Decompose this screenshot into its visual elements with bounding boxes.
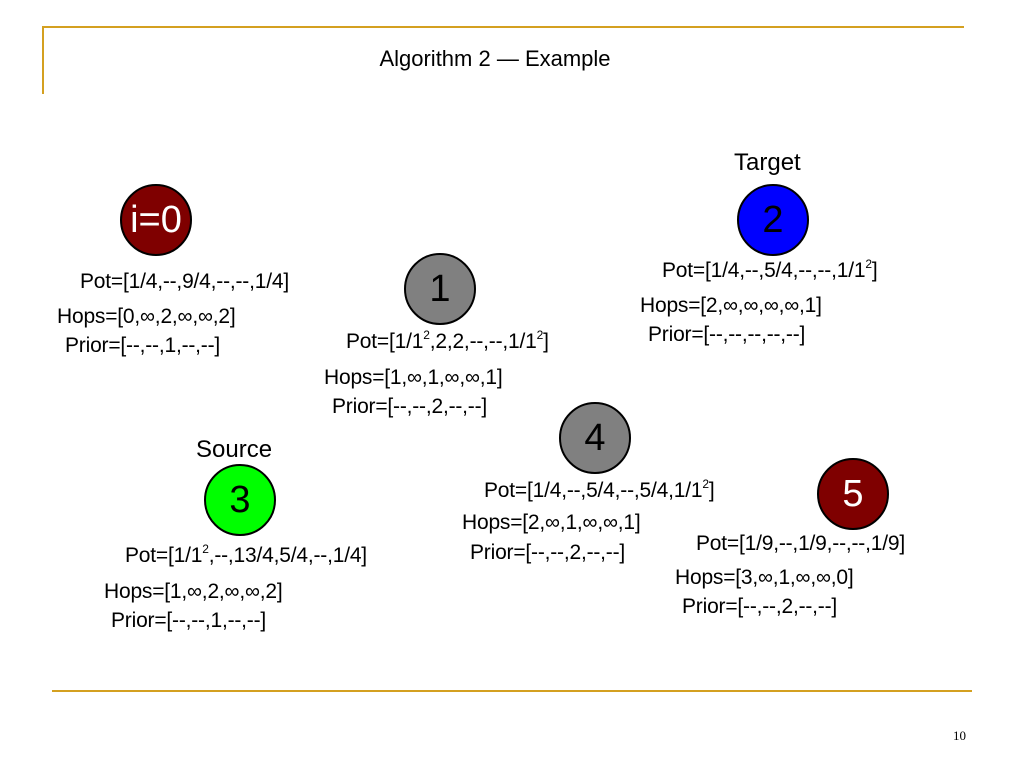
target-label: Target	[734, 149, 801, 176]
node-2-hops: Hops=[2,∞,∞,∞,∞,1]	[640, 294, 822, 317]
slide-title: Algorithm 2 — Example	[379, 46, 611, 71]
node-i0-hops: Hops=[0,∞,2,∞,∞,2]	[57, 305, 236, 328]
node-5-prior: Prior=[--,--,2,--,--]	[682, 595, 838, 618]
left-rule	[42, 26, 44, 94]
node-3-pot: Pot=[1/12,--,13/4,5/4,--,1/4]	[125, 542, 367, 567]
node-5-pot: Pot=[1/9,--,1/9,--,--,1/9]	[696, 532, 905, 555]
node-i0-prior: Prior=[--,--,1,--,--]	[65, 334, 221, 357]
node-5: 5	[817, 458, 889, 530]
node-2-pot: Pot=[1/4,--,5/4,--,--,1/12]	[662, 257, 878, 282]
node-2: 2	[737, 184, 809, 256]
node-4-prior: Prior=[--,--,2,--,--]	[470, 541, 626, 564]
bottom-rule	[52, 690, 972, 692]
node-3-prior: Prior=[--,--,1,--,--]	[111, 609, 267, 632]
source-label: Source	[196, 436, 273, 463]
page-number: 10	[953, 728, 966, 743]
node-1-hops: Hops=[1,∞,1,∞,∞,1]	[324, 366, 503, 389]
node-3-hops: Hops=[1,∞,2,∞,∞,2]	[104, 580, 283, 603]
node-1-prior: Prior=[--,--,2,--,--]	[332, 395, 488, 418]
node-5-hops: Hops=[3,∞,1,∞,∞,0]	[675, 566, 854, 589]
node-4-hops: Hops=[2,∞,1,∞,∞,1]	[462, 511, 641, 534]
node-i0: i=0	[120, 184, 192, 256]
top-rule	[42, 26, 964, 28]
node-3: 3	[204, 464, 276, 536]
node-2-prior: Prior=[--,--,--,--,--]	[648, 323, 806, 346]
node-4: 4	[559, 402, 631, 474]
node-1-pot: Pot=[1/12,2,2,--,--,1/12]	[346, 328, 549, 353]
node-1: 1	[404, 253, 476, 325]
node-i0-pot: Pot=[1/4,--,9/4,--,--,1/4]	[80, 270, 289, 293]
node-4-pot: Pot=[1/4,--,5/4,--,5/4,1/12]	[484, 477, 715, 502]
